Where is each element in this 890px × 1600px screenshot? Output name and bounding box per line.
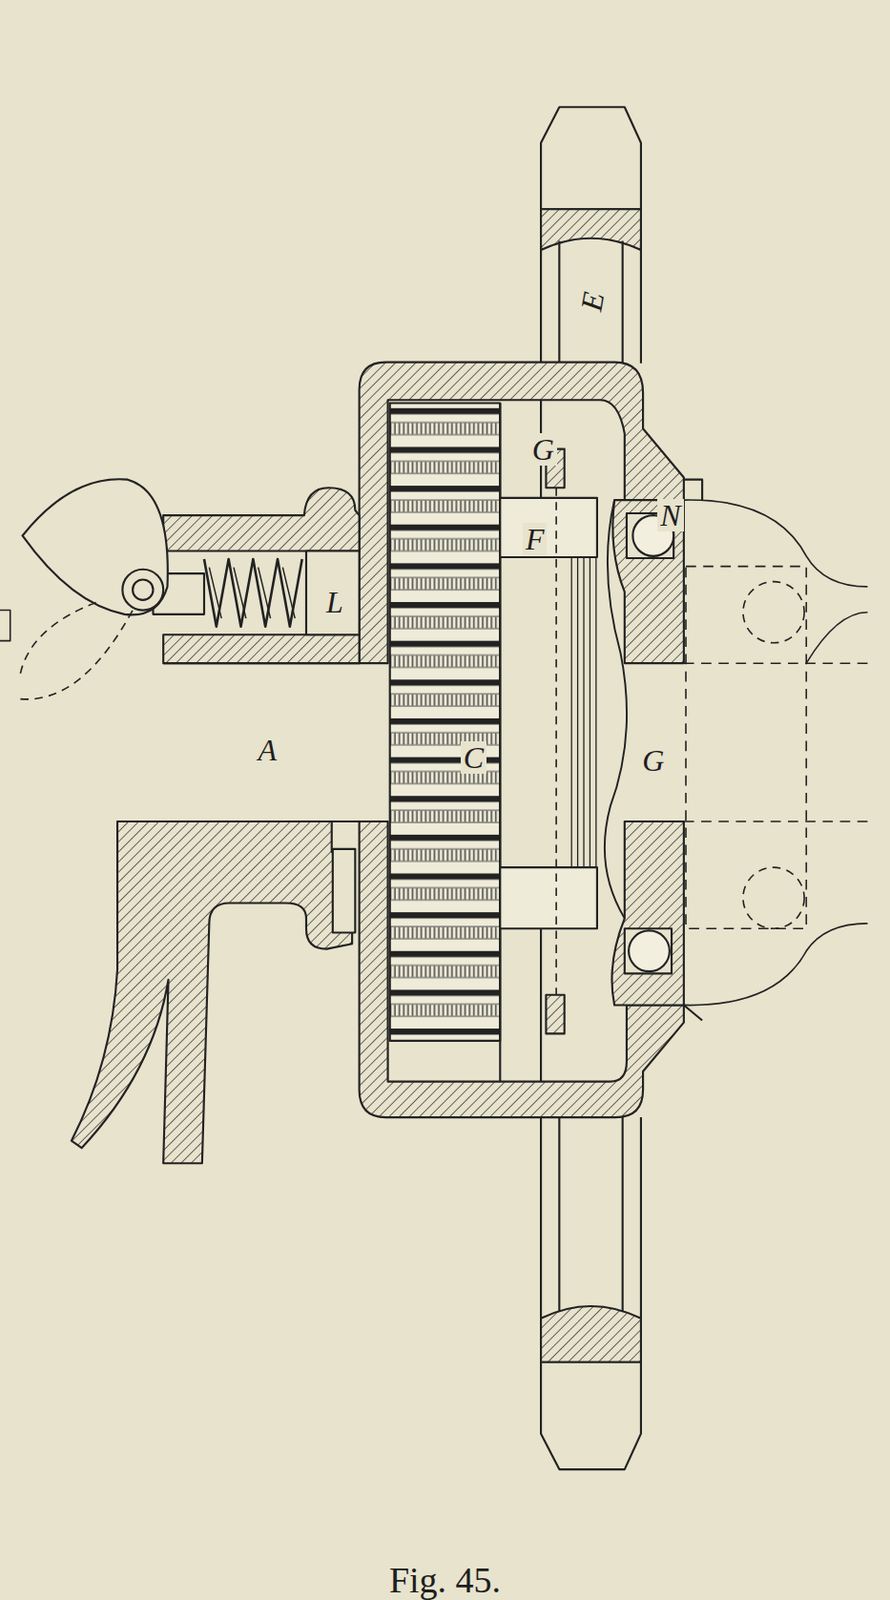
ball-race [624,928,672,973]
spur-gear [390,402,501,1040]
cone-hidden [685,566,807,930]
part-letter: E [574,286,611,316]
lever-alternate [20,601,133,700]
pinion-axis [555,487,558,995]
sprocket-web [540,240,642,363]
detent-pin [306,551,360,636]
hub-ring [612,499,684,663]
ball-hidden [743,581,805,643]
ball-hidden [743,867,805,929]
spring-coil [204,558,303,627]
spring-coil [208,567,295,619]
frame-arm [71,821,352,1163]
pinion-block [499,497,598,558]
pinion-teeth [545,994,564,1035]
plate-edge [539,399,542,1081]
part-letter: A [255,733,281,766]
key-slot [332,848,356,933]
lever-pivot [132,579,153,600]
part-letter: N [657,498,684,532]
sprocket-rim [540,208,642,250]
spring-housing [163,487,359,551]
break-line [604,499,627,919]
spring-housing [163,634,359,663]
bearing-ball [628,930,670,972]
cam-lever [22,478,168,615]
part-letter: C [460,741,487,774]
cone-outline [806,612,868,663]
part-letter: G [529,433,558,466]
part-letter: L [323,585,347,619]
sprocket-tooth [540,106,642,209]
part-letter: G [639,744,667,777]
cone-outline [683,499,869,587]
part-letter: F [522,522,548,556]
shaft-bore [163,662,359,822]
pinion-shading [571,557,597,868]
lever-pivot [122,569,164,611]
sprocket-rim [540,1305,642,1363]
lever-stop [0,610,11,642]
pinion-block [499,867,598,929]
axle-hidden [683,662,869,822]
sprocket-tooth [540,1362,642,1470]
figure-caption: Fig. 45. [389,1561,501,1598]
cone-outline [683,923,869,1006]
sprocket-web [540,1117,642,1319]
